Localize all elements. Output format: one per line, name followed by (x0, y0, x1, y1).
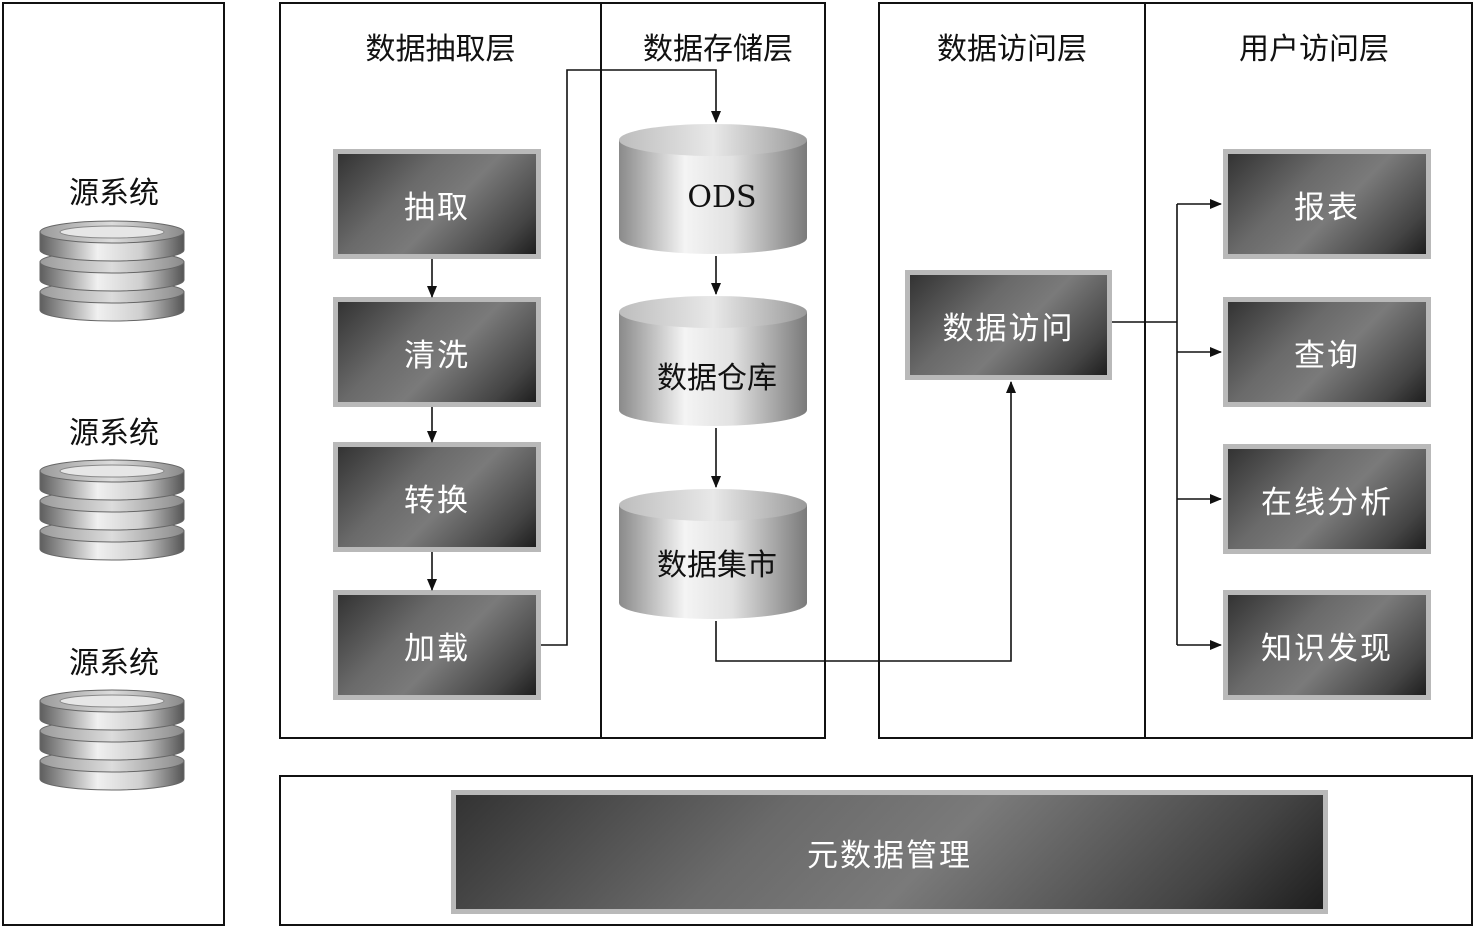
metadata-management-bar: 元数据管理 (451, 790, 1328, 914)
load-to-ods-connector (541, 69, 721, 646)
extract-step: 抽取 (333, 149, 541, 259)
data-mart-cylinder (619, 489, 807, 619)
data-mart-label: 数据集市 (657, 548, 777, 583)
source-system-label: 源系统 (69, 646, 159, 681)
clean-step: 清洗 (333, 297, 541, 407)
extraction-layer-title: 数据抽取层 (365, 32, 516, 67)
access-layer-title: 数据访问层 (937, 32, 1087, 67)
database-stack-icon (39, 689, 185, 791)
data-access-node: 数据访问 (905, 270, 1112, 380)
load-step: 加载 (333, 590, 541, 700)
mart-to-access-connector (715, 381, 1016, 662)
ods-cylinder (619, 124, 807, 254)
data-warehouse-label: 数据仓库 (657, 361, 777, 396)
source-system-label: 源系统 (69, 416, 159, 451)
source-system-label: 源系统 (69, 176, 159, 211)
storage-layer-title: 数据存储层 (643, 32, 793, 67)
olap-app: 在线分析 (1223, 444, 1431, 554)
transform-step: 转换 (333, 442, 541, 552)
report-app: 报表 (1223, 149, 1431, 259)
ods-label: ODS (687, 180, 757, 215)
database-stack-icon (39, 459, 185, 561)
user-layer-title: 用户访问层 (1239, 32, 1389, 67)
database-stack-icon (39, 220, 185, 322)
knowledge-discovery-app: 知识发现 (1223, 590, 1431, 700)
data-warehouse-cylinder (619, 296, 807, 426)
query-app: 查询 (1223, 297, 1431, 407)
